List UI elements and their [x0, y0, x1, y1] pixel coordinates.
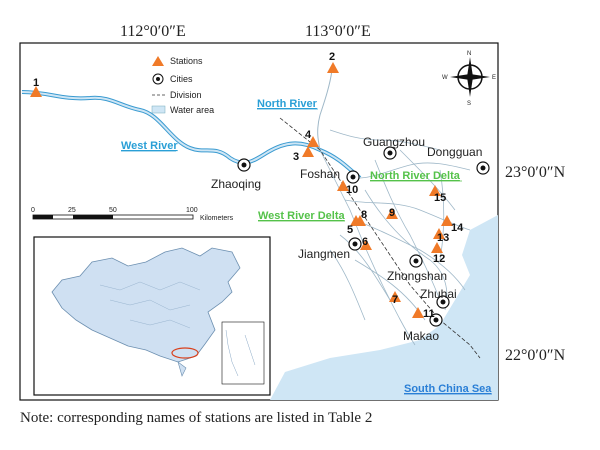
station-2: 2 [327, 51, 339, 73]
station-15: 15 [429, 185, 446, 204]
south-china-sea-inset [221, 321, 265, 385]
compass-n-label: N [467, 51, 471, 57]
station-label-2: 2 [329, 51, 335, 63]
latitude-label-22: 22°0′0″N [505, 347, 566, 364]
scale-tick-100: 100 [186, 207, 198, 214]
city-label-makao: Makao [403, 329, 439, 343]
station-4: 4 [305, 129, 319, 147]
city-foshan: Foshan [300, 167, 360, 184]
scale-tick-50: 50 [109, 207, 117, 214]
station-12: 12 [431, 242, 445, 265]
station-label-5: 5 [347, 224, 353, 236]
station-label-13: 13 [437, 232, 449, 244]
scale-tick-25: 25 [68, 207, 76, 214]
legend-stations-label: Stations [170, 56, 203, 66]
legend: Stations Cities Division Water area [151, 56, 214, 115]
station-13: 13 [433, 228, 449, 244]
station-7: 7 [389, 291, 401, 306]
north-river-label: North River [257, 98, 318, 110]
station-label-4: 4 [305, 129, 312, 141]
west-river-delta-label: West River Delta [258, 210, 345, 222]
city-label-zhongshan: Zhongshan [387, 269, 447, 283]
compass-s-label: S [467, 101, 471, 107]
city-label-guangzhou: Guangzhou [363, 135, 425, 149]
station-1: 1 [30, 77, 42, 97]
station-10: 10 [337, 180, 358, 196]
city-label-foshan: Foshan [300, 167, 340, 181]
scale-unit: Kilometers [200, 215, 234, 222]
china-outline [51, 247, 241, 363]
station-14: 14 [441, 215, 464, 234]
compass-ew-needle [450, 74, 490, 80]
city-label-jiangmen: Jiangmen [298, 247, 350, 261]
station-label-11: 11 [423, 308, 435, 320]
study-area-highlight [171, 347, 199, 359]
city-zhongshan: Zhongshan [387, 254, 447, 283]
city-zhuhai: Zhuhai [420, 287, 457, 309]
legend-city-symbol [152, 73, 164, 85]
division-line [279, 117, 481, 359]
station-11: 11 [412, 307, 435, 320]
city-label-zhuhai: Zhuhai [420, 287, 457, 301]
station-8: 8 [354, 209, 367, 226]
legend-cities-label: Cities [170, 74, 193, 84]
west-river-label: West River [121, 140, 178, 152]
city-makao: Makao [403, 313, 443, 343]
station-label-15: 15 [434, 192, 446, 204]
north-arrow: N S E W [442, 51, 496, 107]
figure-note: Note: corresponding names of stations ar… [20, 410, 373, 426]
city-guangzhou: Guangzhou [363, 135, 425, 160]
legend-division-label: Division [170, 90, 202, 100]
hainan-island [177, 361, 187, 377]
compass-w-label: W [442, 75, 448, 81]
city-zhaoqing: Zhaoqing [211, 158, 261, 191]
station-label-10: 10 [346, 184, 358, 196]
station-6: 6 [360, 236, 372, 250]
legend-water-symbol [151, 105, 166, 114]
station-label-9: 9 [389, 207, 395, 219]
scale-tick-0: 0 [31, 207, 35, 214]
legend-water-label: Water area [170, 105, 214, 115]
scale-bar: 0 25 50 100 Kilometers [31, 207, 234, 222]
station-label-3: 3 [293, 151, 299, 163]
china-inset-map [33, 236, 271, 396]
north-river [317, 69, 333, 151]
station-label-12: 12 [433, 253, 445, 265]
station-label-7: 7 [392, 294, 398, 306]
latitude-label-23: 23°0′0″N [505, 164, 566, 181]
city-label-dongguan: Dongguan [427, 145, 482, 159]
south-china-sea-label: South China Sea [404, 383, 492, 395]
station-label-1: 1 [33, 77, 39, 89]
longitude-label-113: 113°0′0″E [305, 23, 371, 40]
station-label-6: 6 [362, 236, 368, 248]
north-river-delta-label: North River Delta [370, 170, 461, 182]
city-label-zhaoqing: Zhaoqing [211, 177, 261, 191]
legend-station-symbol [152, 56, 164, 66]
station-3: 3 [293, 146, 314, 163]
compass-e-label: E [492, 75, 496, 81]
station-label-8: 8 [361, 209, 367, 221]
city-dongguan: Dongguan [427, 145, 490, 175]
station-label-14: 14 [451, 222, 464, 234]
station-9: 9 [386, 207, 398, 219]
longitude-label-112: 112°0′0″E [120, 23, 186, 40]
south-china-sea-area [270, 215, 498, 400]
city-jiangmen: Jiangmen [298, 237, 362, 261]
